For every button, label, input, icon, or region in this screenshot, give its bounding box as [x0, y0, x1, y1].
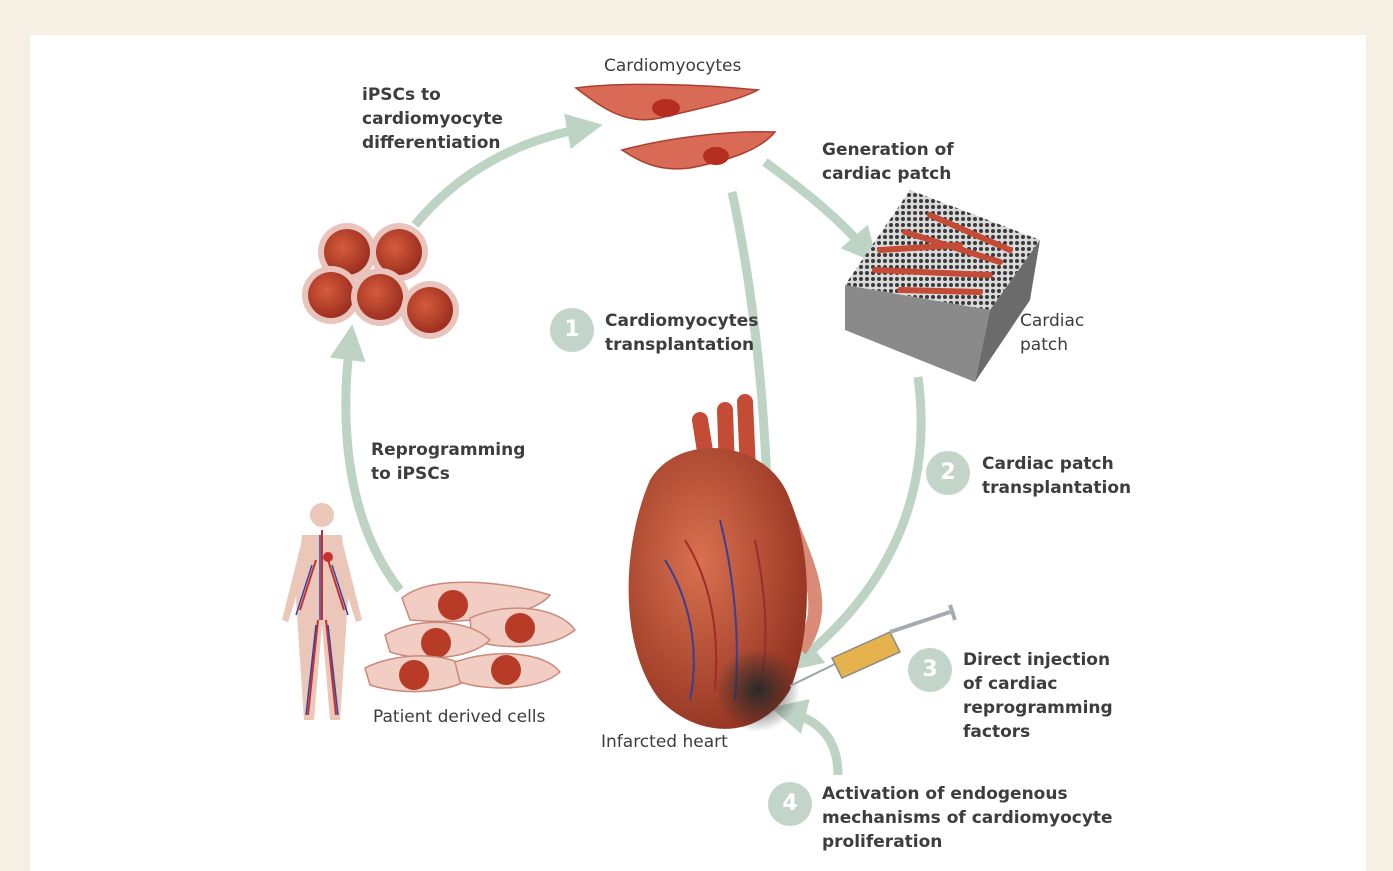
- infarcted-heart-illustration: [629, 402, 816, 732]
- patient-cells-label: Patient derived cells: [373, 705, 545, 729]
- arrow-endogenous: [788, 712, 838, 775]
- cardiac-patch-label: Cardiac patch: [1020, 309, 1084, 357]
- generation-patch-label: Generation of cardiac patch: [822, 138, 954, 186]
- human-body-illustration: [282, 503, 362, 720]
- step-2-badge: 2: [926, 451, 970, 495]
- step-1-label: Cardiomyocytes transplantation: [605, 309, 758, 357]
- ipscs-differentiation-label: iPSCs to cardiomyocyte differentiation: [362, 83, 503, 155]
- cardiomyocytes-label: Cardiomyocytes: [604, 54, 741, 78]
- infarcted-heart-label: Infarcted heart: [601, 730, 728, 754]
- step-1-badge: 1: [550, 308, 594, 352]
- reprogramming-label: Reprogramming to iPSCs: [371, 438, 525, 486]
- step-2-label: Cardiac patch transplantation: [982, 452, 1131, 500]
- step-4-badge: 4: [768, 782, 812, 826]
- step-4-label: Activation of endogenous mechanisms of c…: [822, 782, 1113, 854]
- step-3-badge: 3: [908, 648, 952, 692]
- step-3-label: Direct injection of cardiac reprogrammin…: [963, 648, 1113, 744]
- ipsc-cluster-illustration: [302, 223, 459, 339]
- cardiomyocytes-illustration: [576, 84, 775, 169]
- cardiac-patch-illustration: [845, 190, 1040, 382]
- patient-cells-illustration: [365, 582, 575, 691]
